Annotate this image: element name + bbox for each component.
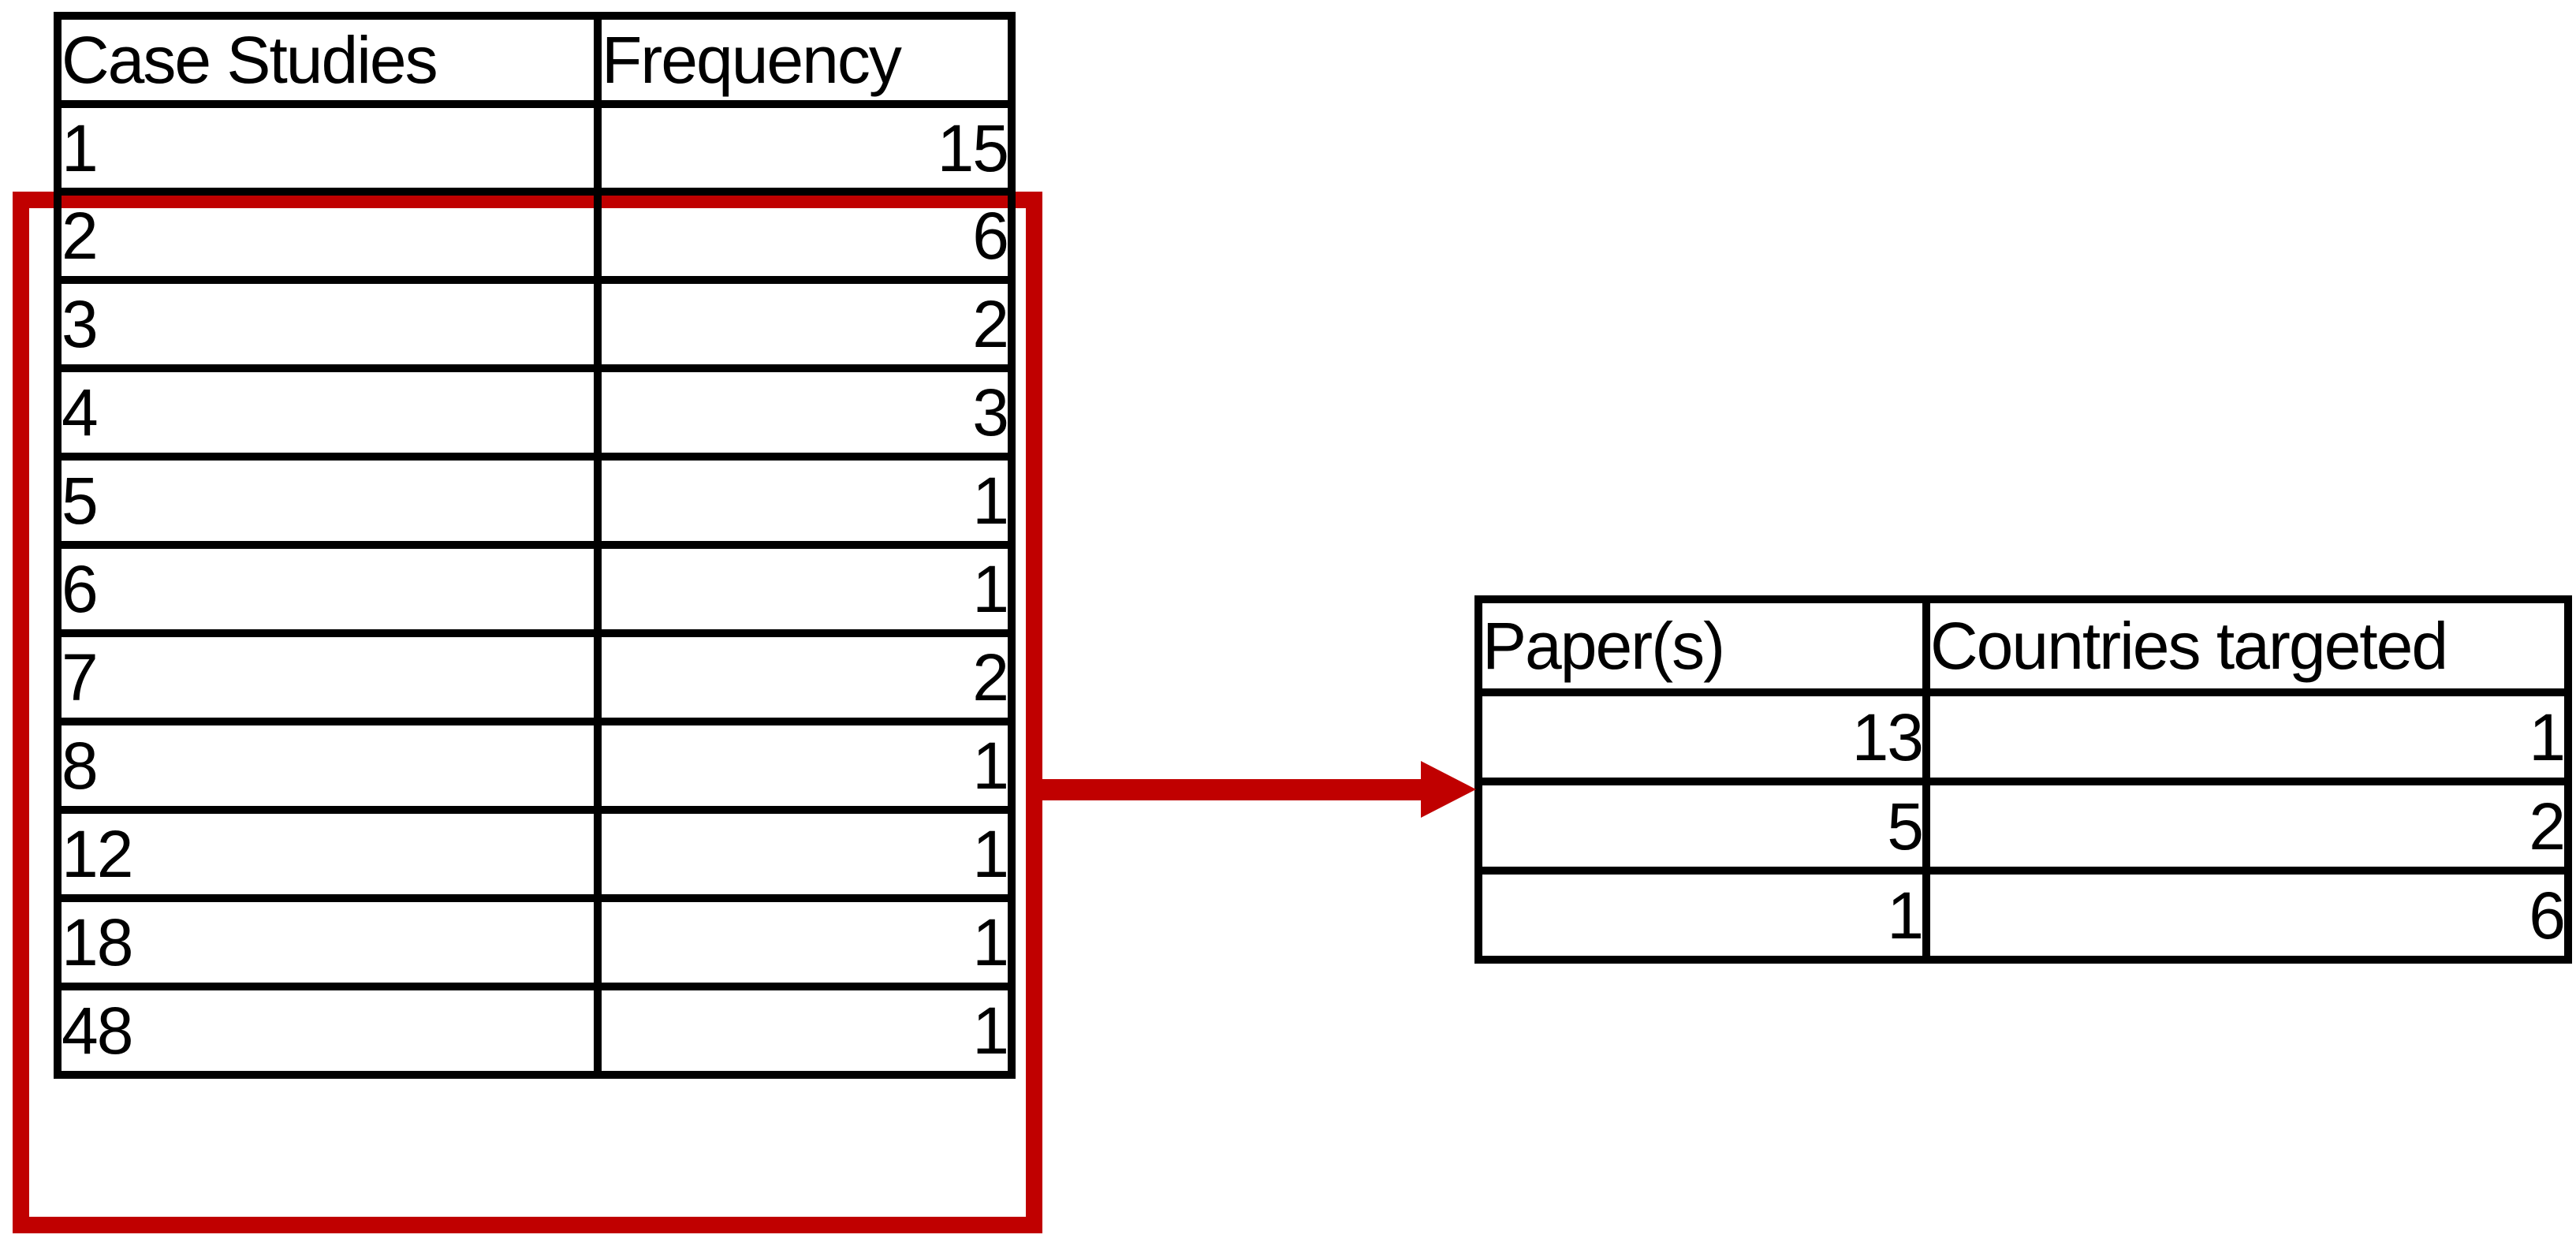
table-cell: 2 [1922, 778, 2572, 875]
table-cell: 8 [54, 718, 602, 814]
table-cell: 12 [54, 806, 602, 902]
papers-header: Paper(s) [1474, 595, 1930, 696]
table-row: 12 1 [54, 806, 1016, 902]
table-header-row: Case Studies Frequency [54, 12, 1016, 108]
table-cell: 6 [1922, 867, 2572, 964]
table-row: 6 1 [54, 541, 1016, 637]
table-row: 5 2 [1474, 778, 2572, 875]
right-arrow-icon [1421, 761, 1476, 818]
table-cell: 15 [594, 100, 1016, 196]
table-row: 1 15 [54, 100, 1016, 196]
table-cell: 1 [1922, 688, 2572, 785]
table-row: 5 1 [54, 453, 1016, 549]
table-cell: 1 [594, 718, 1016, 814]
table-row: 13 1 [1474, 688, 2572, 785]
table-cell: 6 [594, 188, 1016, 284]
table-cell: 6 [54, 541, 602, 637]
case-studies-table: Case Studies Frequency 1 15 2 6 3 2 4 3 … [54, 12, 1016, 1079]
table-cell: 5 [1474, 778, 1930, 875]
table-row: 7 2 [54, 629, 1016, 725]
table-row: 3 2 [54, 276, 1016, 372]
table-cell: 1 [594, 541, 1016, 637]
table-cell: 3 [54, 276, 602, 372]
table-cell: 3 [594, 364, 1016, 461]
table-row: 4 3 [54, 364, 1016, 461]
table-cell: 4 [54, 364, 602, 461]
table-cell: 2 [594, 629, 1016, 725]
table-cell: 1 [54, 100, 602, 196]
table-row: 48 1 [54, 983, 1016, 1079]
table-cell: 1 [594, 894, 1016, 990]
table-row: 18 1 [54, 894, 1016, 990]
table-header-row: Paper(s) Countries targeted [1474, 595, 2572, 696]
table-cell: 2 [594, 276, 1016, 372]
table-cell: 7 [54, 629, 602, 725]
table-cell: 18 [54, 894, 602, 990]
frequency-header: Frequency [594, 12, 1016, 108]
case-studies-header: Case Studies [54, 12, 602, 108]
table-cell: 2 [54, 188, 602, 284]
table-cell: 1 [594, 806, 1016, 902]
papers-countries-table: Paper(s) Countries targeted 13 1 5 2 1 6 [1474, 595, 2572, 964]
table-cell: 1 [594, 453, 1016, 549]
table-row: 8 1 [54, 718, 1016, 814]
table-cell: 1 [1474, 867, 1930, 964]
arrow-body [1042, 779, 1421, 800]
table-cell: 1 [594, 983, 1016, 1079]
table-row: 1 6 [1474, 867, 2572, 964]
table-cell: 13 [1474, 688, 1930, 785]
table-cell: 5 [54, 453, 602, 549]
table-cell: 48 [54, 983, 602, 1079]
countries-targeted-header: Countries targeted [1922, 595, 2572, 696]
table-row: 2 6 [54, 188, 1016, 284]
